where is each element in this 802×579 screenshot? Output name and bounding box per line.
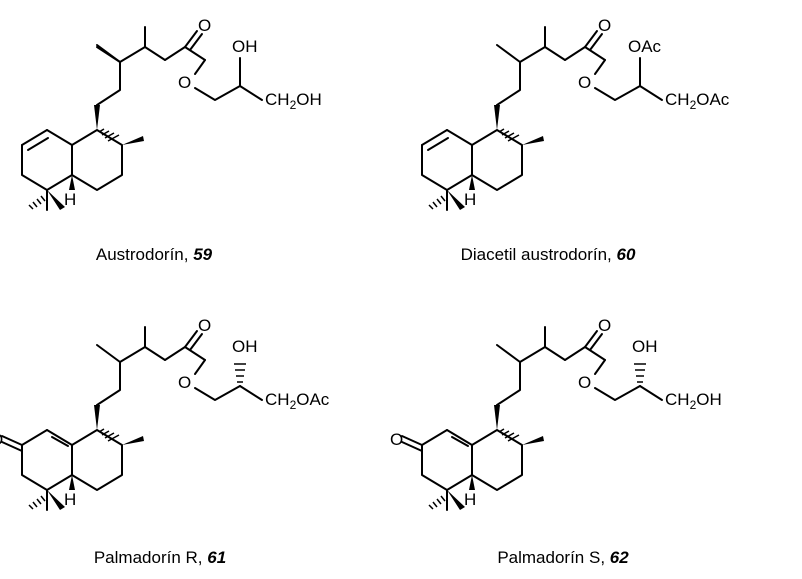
ketone-oxygen: O	[0, 430, 3, 449]
carbonyl-oxygen: O	[198, 16, 211, 35]
compound-number: 61	[207, 548, 227, 567]
sidechain-label: CH2OAc	[665, 90, 730, 112]
hydroxyl-label: OH	[632, 337, 658, 356]
caption-59: Austrodorín, 59	[95, 245, 213, 264]
hydrogen-label: H	[64, 490, 76, 509]
hydrogen-label: H	[464, 490, 476, 509]
caption-61: Palmadorín R, 61	[93, 548, 227, 567]
ester-oxygen: O	[178, 73, 191, 92]
compound-number: 59	[193, 245, 213, 264]
hydrogen-label: H	[464, 190, 476, 209]
sidechain-label: CH2OAc	[265, 390, 330, 412]
hydroxyl-label: OH	[232, 337, 258, 356]
ester-oxygen: O	[178, 373, 191, 392]
compound-name: Palmadorín R	[93, 548, 198, 567]
compound-name: Diacetil austrodorín	[460, 245, 608, 264]
sidechain-label: CH2OH	[665, 390, 722, 412]
acetoxy-label: OAc	[628, 37, 662, 56]
carbonyl-oxygen: O	[598, 16, 611, 35]
carbonyl-oxygen: O	[598, 316, 611, 335]
structure-59: H O O OH CH2OH	[21, 16, 322, 211]
compound-number: 60	[616, 245, 636, 264]
caption-62: Palmadorín S, 62	[497, 548, 629, 567]
compound-name: Palmadorín S	[497, 548, 601, 567]
ester-oxygen: O	[578, 373, 591, 392]
hydrogen-label: H	[64, 190, 76, 209]
compound-number: 62	[609, 548, 629, 567]
structure-61: O H O O	[0, 316, 330, 511]
structure-60: H O O OAc CH2OAc	[421, 16, 730, 211]
sidechain-label: CH2OH	[265, 90, 322, 112]
structure-62: O H O O	[390, 316, 722, 511]
ketone-oxygen: O	[390, 430, 403, 449]
hydroxyl-label: OH	[232, 37, 258, 56]
ester-oxygen: O	[578, 73, 591, 92]
compound-name: Austrodorín	[95, 245, 184, 264]
carbonyl-oxygen: O	[198, 316, 211, 335]
caption-60: Diacetil austrodorín, 60	[460, 245, 636, 264]
